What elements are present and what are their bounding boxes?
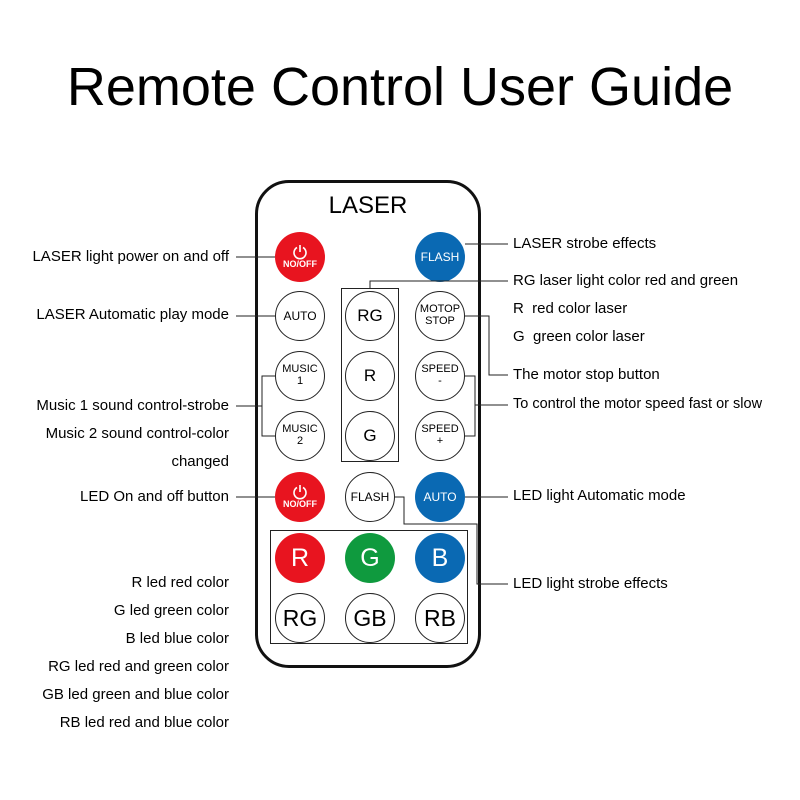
motor-stop-button[interactable]: MOTOP STOP: [415, 291, 465, 341]
laser-flash-button-label: FLASH: [420, 249, 460, 264]
led-gb-button-label: GB: [353, 604, 387, 631]
led-auto-button-label: AUTO: [423, 489, 457, 504]
callout-music: [261, 375, 275, 437]
remote-label: LASER: [328, 192, 408, 219]
label-r-laser: R red color laser: [513, 300, 628, 317]
laser-power-button[interactable]: NO/OFF: [275, 232, 325, 282]
led-r-button-label: R: [290, 543, 310, 572]
music2-button-line1: MUSIC: [282, 423, 318, 436]
label-laser-power: LASER light power on and off: [32, 248, 229, 265]
speed-plus-button-line1: SPEED: [421, 423, 459, 436]
led-color-group-box: [270, 530, 468, 644]
laser-flash-button[interactable]: FLASH: [415, 232, 465, 282]
led-rb-button[interactable]: RB: [415, 593, 465, 643]
laser-power-button-label: NO/OFF: [283, 259, 317, 270]
label-speed: To control the motor speed fast or slow: [513, 396, 763, 412]
laser-auto-button[interactable]: AUTO: [275, 291, 325, 341]
led-flash-button-label: FLASH: [350, 489, 390, 504]
led-gb-button[interactable]: GB: [345, 593, 395, 643]
music1-button[interactable]: MUSIC 1: [275, 351, 325, 401]
label-motor-stop: The motor stop button: [513, 366, 660, 383]
led-g-button[interactable]: G: [345, 533, 395, 583]
power-icon: [293, 485, 307, 500]
led-g-button-label: G: [360, 543, 380, 572]
led-b-button-label: B: [431, 543, 449, 572]
callout-speed: [465, 375, 476, 437]
callout-led-strobe: [395, 496, 508, 585]
laser-color-group-box: [341, 288, 399, 462]
led-power-button[interactable]: NO/OFF: [275, 472, 325, 522]
remote-body: [255, 180, 481, 668]
led-rg-button-label: RG: [282, 604, 318, 631]
motor-stop-button-line2: STOP: [425, 315, 455, 327]
music1-button-line2: 1: [296, 375, 304, 387]
label-g-led: G led green color: [113, 602, 229, 619]
page-title: Remote Control User Guide: [66, 57, 734, 117]
music2-button[interactable]: MUSIC 2: [275, 411, 325, 461]
label-b-led: B led blue color: [125, 630, 229, 647]
label-led-power: LED On and off button: [80, 488, 229, 505]
led-b-button[interactable]: B: [415, 533, 465, 583]
led-power-button-label: NO/OFF: [283, 499, 317, 510]
music2-button-line2: 2: [296, 435, 304, 447]
laser-r-button[interactable]: R: [345, 351, 395, 401]
speed-minus-button-line2: -: [438, 375, 442, 387]
label-strobe: LASER strobe effects: [513, 235, 657, 252]
callout-motor-stop: [465, 315, 508, 376]
label-music2-line2: changed: [171, 453, 229, 470]
speed-plus-button-line2: +: [436, 435, 444, 447]
led-rb-button-label: RB: [424, 604, 456, 631]
label-gb-led: GB led green and blue color: [42, 686, 229, 703]
label-music2-line1: Music 2 sound control-color: [45, 425, 229, 442]
music1-button-line1: MUSIC: [282, 363, 318, 376]
led-flash-button[interactable]: FLASH: [345, 472, 395, 522]
led-r-button[interactable]: R: [275, 533, 325, 583]
label-led-auto: LED light Automatic mode: [513, 487, 686, 504]
label-auto-mode: LASER Automatic play mode: [36, 306, 229, 323]
label-music1: Music 1 sound control-strobe: [36, 397, 229, 414]
laser-g-button[interactable]: G: [345, 411, 395, 461]
speed-plus-button[interactable]: SPEED +: [415, 411, 465, 461]
speed-minus-button-line1: SPEED: [421, 363, 459, 376]
led-rg-button[interactable]: RG: [275, 593, 325, 643]
label-rb-led: RB led red and blue color: [59, 714, 229, 731]
led-auto-button[interactable]: AUTO: [415, 472, 465, 522]
laser-r-button-label: R: [363, 366, 377, 386]
label-rg-led: RG led red and green color: [48, 658, 229, 675]
label-r-led: R led red color: [131, 574, 229, 591]
label-g-laser: G green color laser: [513, 328, 645, 345]
label-rg-laser: RG laser light color red and green: [513, 272, 739, 289]
power-icon: [293, 245, 307, 260]
speed-minus-button[interactable]: SPEED -: [415, 351, 465, 401]
motor-stop-button-line1: MOTOP: [419, 303, 461, 316]
laser-rg-button-label: RG: [357, 306, 383, 326]
laser-auto-button-label: AUTO: [283, 308, 317, 323]
laser-g-button-label: G: [363, 426, 377, 446]
laser-rg-button[interactable]: RG: [345, 291, 395, 341]
callout-rg-laser: [369, 280, 508, 288]
label-led-strobe: LED light strobe effects: [513, 575, 668, 592]
